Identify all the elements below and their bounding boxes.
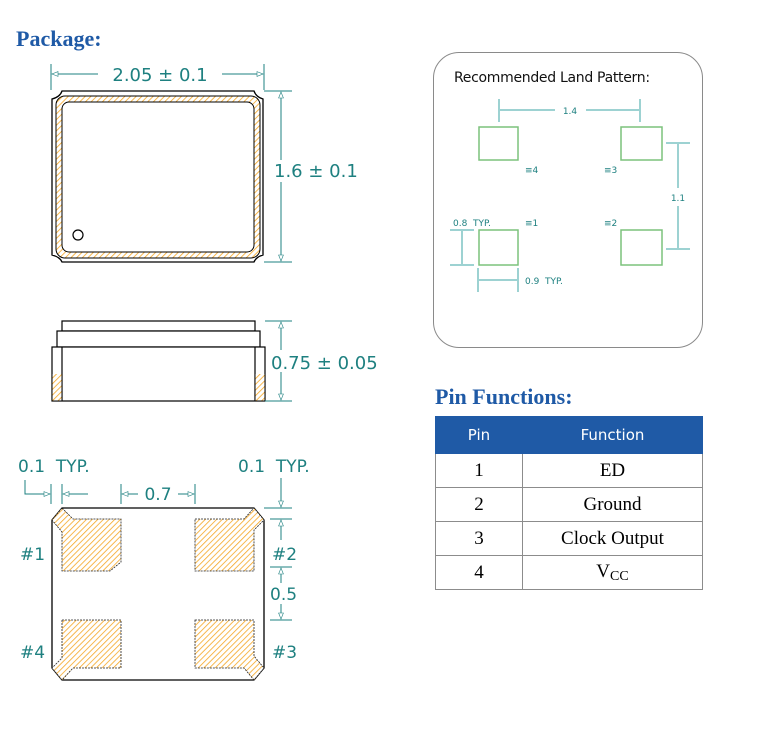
pad-3	[194, 619, 265, 681]
seal-profile	[56, 330, 261, 348]
pin-function: Clock Output	[522, 521, 703, 556]
pad-4	[51, 619, 122, 681]
pad-1	[51, 507, 122, 572]
height-dimension: 1.6 ± 0.1	[274, 161, 358, 182]
terminal-left	[52, 374, 62, 401]
top-view: 2.05 ± 0.1 1.6 ± 0.1	[50, 64, 358, 263]
vcc-subscript: CC	[610, 568, 629, 584]
package-heading: Package:	[16, 26, 102, 51]
pin-functions-heading: Pin Functions:	[435, 384, 573, 409]
pin-number: 2	[435, 487, 523, 522]
pin1-marker	[72, 229, 84, 241]
pin-number: 3	[435, 521, 523, 556]
pin-number: 1	[435, 453, 523, 488]
bottom-view: 0.1 TYP. 0.1 TYP. 0.7 #1 #2 #3 #4 0.5	[18, 457, 310, 681]
pin-function: VCC	[522, 555, 703, 590]
table-row: 3 Clock Output	[435, 521, 703, 556]
terminal-right	[255, 374, 265, 401]
side-view: 0.75 ± 0.05	[51, 320, 378, 402]
vcc-main: V	[596, 560, 611, 582]
lid	[61, 101, 255, 253]
right-typ-label: 0.1 TYP.	[238, 457, 310, 477]
column-header-pin: Pin	[435, 416, 523, 454]
body-profile	[51, 346, 266, 402]
lid-profile	[61, 320, 256, 332]
width-dimension: 2.05 ± 0.1	[112, 65, 207, 86]
pad-height-dimension: 0.5	[270, 585, 297, 605]
land-pattern-title: Recommended Land Pattern:	[454, 70, 650, 86]
table-header-row: Pin Function	[435, 416, 703, 454]
table-row: 4 VCC	[435, 555, 703, 590]
pad-label-1: #1	[20, 545, 45, 565]
pin-functions-table: Pin Function 1 ED 2 Ground 3 Clock Outpu…	[435, 416, 703, 590]
column-header-function: Function	[522, 416, 703, 454]
land-pattern-panel	[433, 52, 703, 348]
pad-label-3: #3	[272, 643, 297, 663]
table-row: 2 Ground	[435, 487, 703, 522]
pad-2	[194, 507, 265, 572]
thickness-dimension: 0.75 ± 0.05	[271, 353, 378, 374]
pin-function: Ground	[522, 487, 703, 522]
pad-label-2: #2	[272, 545, 297, 565]
table-row: 1 ED	[435, 453, 703, 488]
left-typ-label: 0.1 TYP.	[18, 457, 90, 477]
pin-function: ED	[522, 453, 703, 488]
pin-number: 4	[435, 555, 523, 590]
pad-spacing-dimension: 0.7	[144, 485, 171, 505]
pad-label-4: #4	[20, 643, 45, 663]
